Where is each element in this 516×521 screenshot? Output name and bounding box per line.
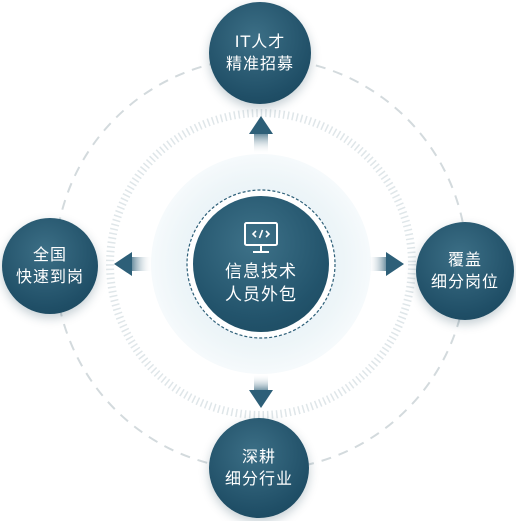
arrow-up-icon [249, 116, 273, 154]
center-line-1: 信息技术 [225, 262, 297, 282]
node-right-line-1: 覆盖 [447, 250, 482, 269]
code-monitor-icon [244, 222, 278, 253]
center-node: 信息技术 人员外包 [193, 196, 329, 332]
node-top-line-1: IT人才 [234, 32, 286, 51]
node-right-line-2: 细分岗位 [430, 272, 499, 291]
node-top-line-2: 精准招募 [225, 54, 294, 73]
arrow-right-icon [368, 252, 404, 276]
node-bottom-line-1: 深耕 [241, 447, 276, 466]
node-left-line-1: 全国 [32, 245, 67, 264]
node-right: 覆盖 细分岗位 [416, 222, 514, 320]
node-bottom-line-2: 细分行业 [224, 469, 293, 488]
node-bottom: 深耕 细分行业 [209, 418, 309, 518]
arrow-down-icon [249, 374, 273, 408]
node-top: IT人才 精准招募 [209, 2, 311, 104]
node-left-line-2: 快速到岗 [15, 267, 84, 286]
node-left: 全国 快速到岗 [2, 218, 98, 314]
tick-ring [106, 109, 416, 419]
arrow-left-icon [114, 252, 152, 276]
center-line-2: 人员外包 [225, 285, 297, 305]
